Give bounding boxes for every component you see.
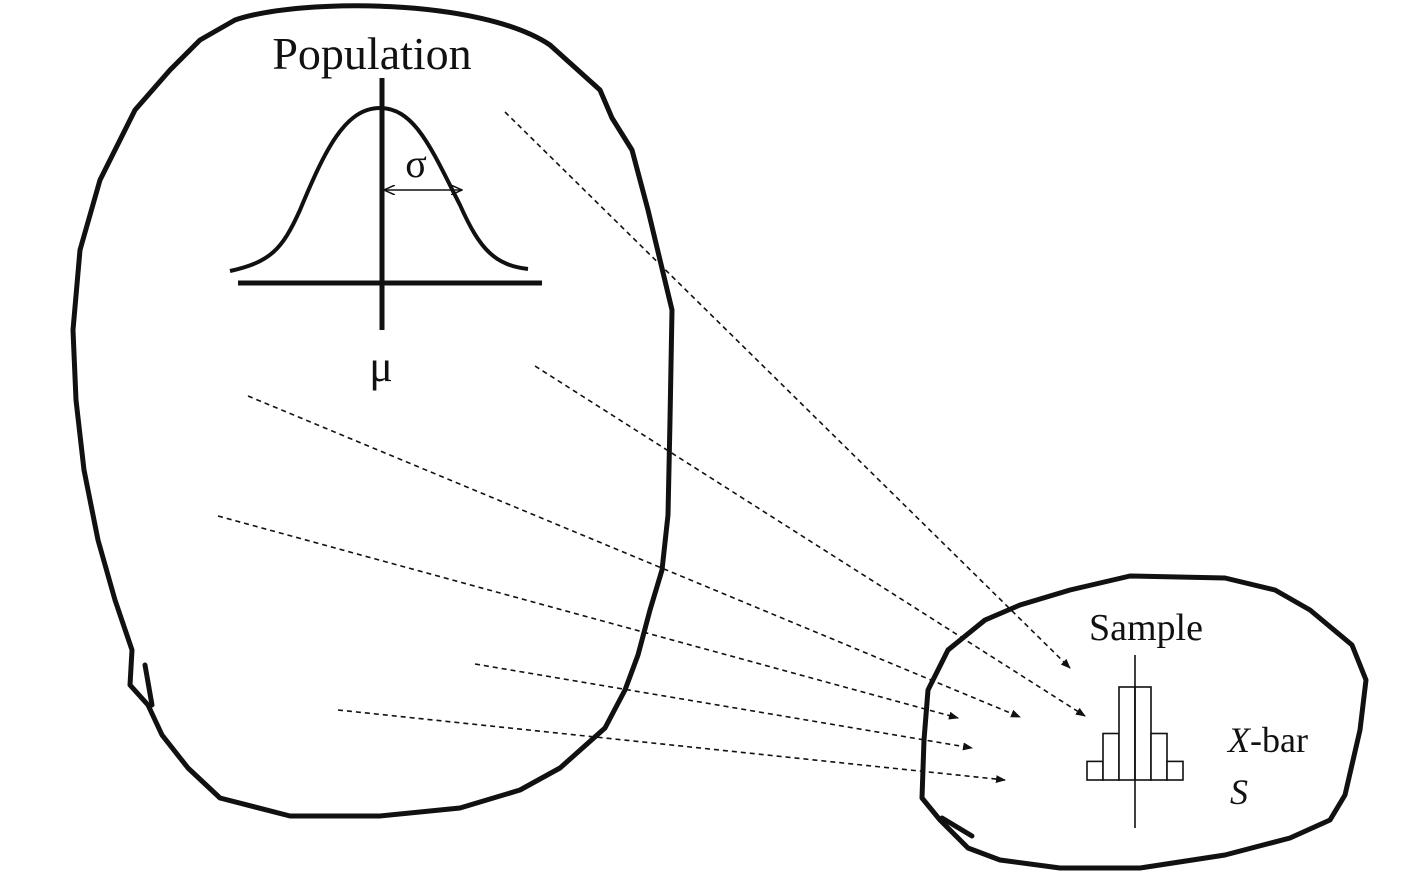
- histogram-bar: [1102, 732, 1120, 781]
- sampling-arrows: [217, 111, 1086, 784]
- mu-symbol: μ: [369, 342, 393, 391]
- sampling-arrow: [217, 515, 959, 720]
- sigma-symbol: σ: [405, 141, 427, 186]
- sample-boundary-notch: [939, 815, 975, 839]
- sampling-arrow: [504, 111, 1071, 669]
- xbar-variable: X: [1226, 720, 1252, 760]
- histogram-bar: [1118, 686, 1136, 781]
- s-statistic: S: [1230, 772, 1248, 812]
- sample-histogram: [1086, 686, 1184, 781]
- population-boundary: [70, 3, 675, 819]
- sampling-arrow: [534, 365, 1086, 717]
- histogram-bar: [1166, 760, 1184, 781]
- xbar-suffix: -bar: [1250, 720, 1308, 760]
- sample-title: Sample: [1089, 607, 1203, 649]
- population-boundary-notch: [142, 662, 155, 708]
- sampling-arrow: [247, 395, 1021, 718]
- histogram-bar: [1150, 732, 1168, 781]
- sampling-arrow: [474, 663, 973, 751]
- sample-boundary: [919, 573, 1369, 871]
- sampling-arrow: [337, 709, 1006, 784]
- xbar-statistic: X-bar: [1226, 720, 1308, 760]
- histogram-bar: [1086, 760, 1104, 781]
- population-title: Population: [272, 28, 471, 79]
- histogram-bar: [1134, 686, 1152, 781]
- normal-distribution-curve: [229, 105, 529, 273]
